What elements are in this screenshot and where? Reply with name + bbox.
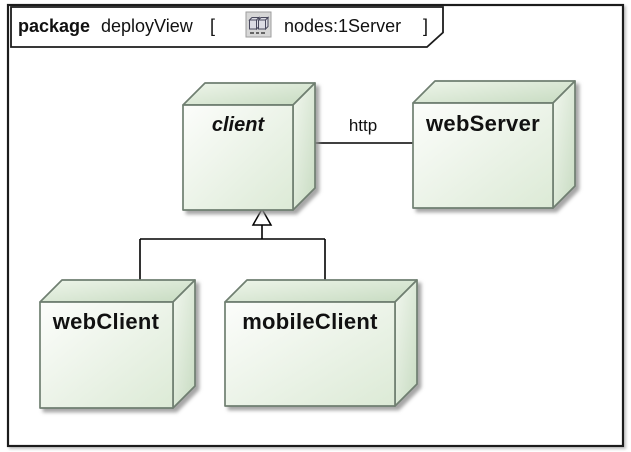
node-client-front-face [182, 104, 294, 211]
node-webclient-label: webClient [52, 309, 160, 334]
frame-name-tab [10, 6, 444, 48]
node-mobileclient [224, 279, 418, 407]
node-client-side-face [292, 82, 316, 211]
node-webclient-front-face [39, 301, 174, 409]
node-webclient-top-face [39, 279, 196, 303]
node-client [182, 82, 316, 211]
node-webserver-top-face [412, 80, 576, 104]
node-webserver [412, 80, 576, 209]
node-mobileclient-side-face [394, 279, 418, 407]
open-bracket: [ [210, 16, 215, 36]
node-mobileclient-label: mobileClient [242, 309, 378, 334]
node-client-label: client [212, 114, 266, 136]
association-http-label: http [349, 116, 377, 135]
qualifier-text: nodes:1Server [284, 16, 401, 36]
diagram-name: deployView [101, 16, 194, 36]
node-webclient-side-face [172, 279, 196, 409]
node-webserver-side-face [552, 80, 576, 209]
node-webclient [39, 279, 196, 409]
generalization-arrowhead [251, 207, 273, 226]
node-mobileclient-top-face [224, 279, 418, 303]
node-webserver-label: webServer [425, 111, 540, 136]
frame-keyword: package [18, 16, 90, 36]
node-webserver-front-face [412, 102, 554, 209]
uml-nodes-icon [245, 11, 272, 38]
close-bracket: ] [423, 16, 428, 36]
node-mobileclient-front-face [224, 301, 396, 407]
